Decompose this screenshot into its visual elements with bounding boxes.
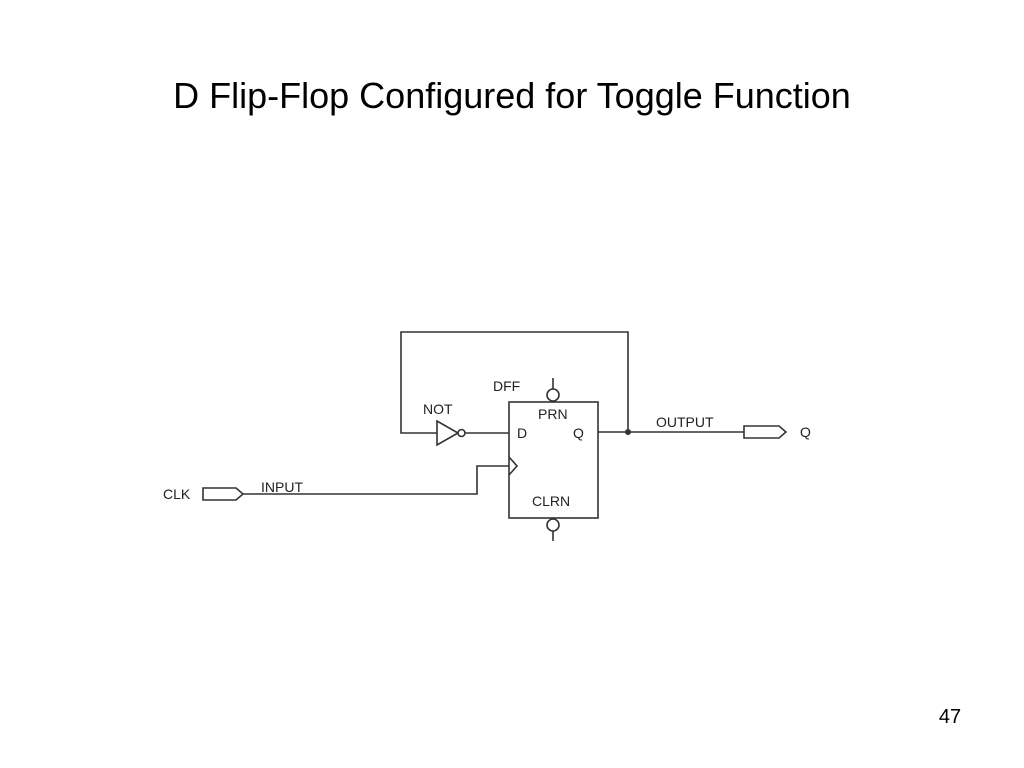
output-signal-name: Q bbox=[800, 424, 811, 440]
not-gate bbox=[436, 419, 460, 447]
input-signal-name: CLK bbox=[163, 486, 191, 502]
clock-wire bbox=[243, 465, 509, 495]
prn-pin-bubble bbox=[546, 388, 560, 402]
q-junction-dot bbox=[625, 429, 631, 435]
clock-edge-marker bbox=[508, 456, 519, 476]
not-gate-label: NOT bbox=[423, 401, 453, 417]
clrn-pin-bubble bbox=[546, 518, 560, 532]
input-port-label: INPUT bbox=[261, 479, 303, 495]
output-port bbox=[743, 425, 788, 439]
slide-number: 47 bbox=[938, 706, 962, 728]
q-pin-label: Q bbox=[573, 425, 584, 441]
slide-title: D Flip-Flop Configured for Toggle Functi… bbox=[173, 75, 851, 116]
not-gate-bubble bbox=[457, 428, 466, 438]
dff-block bbox=[508, 401, 599, 519]
input-port bbox=[202, 487, 245, 501]
feedback-wire bbox=[400, 331, 629, 434]
d-pin-label: D bbox=[517, 425, 527, 441]
prn-pin-label: PRN bbox=[538, 406, 568, 422]
output-port-label: OUTPUT bbox=[656, 414, 714, 430]
dff-type-label: DFF bbox=[493, 378, 520, 394]
clrn-pin-label: CLRN bbox=[532, 493, 570, 509]
